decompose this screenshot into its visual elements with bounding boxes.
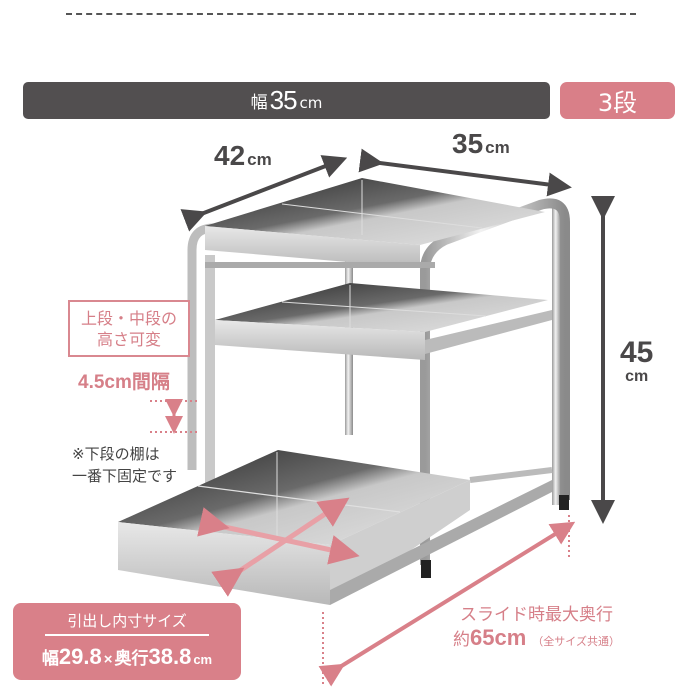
width-dim-value: 35 — [452, 128, 484, 159]
top-tray-front — [205, 226, 420, 268]
bottom-shelf-note: ※下段の棚は 一番下固定です — [72, 443, 177, 487]
width-header-bar: 幅 35 cm — [23, 82, 550, 119]
adjustable-line2: 高さ可変 — [96, 329, 161, 349]
width-value: 35 — [269, 85, 298, 115]
height-dimension: 45 cm — [620, 338, 653, 386]
depth-arrow — [180, 155, 348, 232]
width-dimension: 35 cm — [452, 128, 510, 160]
width-label: 幅 — [250, 93, 268, 113]
back-foot — [559, 495, 569, 510]
inner-size-value: 幅 29.8 × 奥行 38.8 cm — [42, 644, 212, 670]
inner-depth-label: 奥行 — [114, 649, 149, 668]
slide-note: （全サイズ共通） — [532, 635, 620, 648]
slide-max-depth-label: スライド時最大奥行 — [460, 605, 613, 625]
back-right-pole — [552, 205, 561, 505]
depth-dimension: 42 cm — [214, 140, 272, 172]
front-foot — [421, 560, 431, 578]
times-sign: × — [103, 651, 113, 668]
drawer-inner-size-box: 引出し内寸サイズ 幅 29.8 × 奥行 38.8 cm — [13, 603, 241, 680]
tier-badge: 3段 — [560, 82, 675, 119]
depth-value: 42 — [214, 140, 246, 171]
width-dim-unit: cm — [485, 138, 510, 157]
inner-unit: cm — [193, 652, 213, 667]
middle-tray-surface — [215, 283, 548, 332]
inner-depth-value: 38.8 — [148, 644, 192, 669]
width-unit: cm — [299, 94, 323, 112]
note-line1: ※下段の棚は — [72, 445, 160, 463]
height-unit: cm — [625, 368, 649, 385]
inner-width-value: 29.8 — [58, 644, 102, 669]
height-value: 45 — [620, 336, 654, 369]
inner-size-title: 引出し内寸サイズ — [45, 610, 209, 636]
drawer-depth-arrow — [211, 497, 350, 597]
left-rail — [205, 255, 215, 495]
slide-depth-arrow — [318, 521, 576, 687]
slide-max-depth-value: 約 65cm （全サイズ共通） — [453, 625, 620, 651]
middle-tray-front — [215, 320, 425, 360]
slide-prefix: 約 — [453, 630, 470, 650]
width-arrow — [358, 148, 572, 197]
adjustable-line1: 上段・中段の — [80, 308, 177, 328]
note-line2: 一番下固定です — [72, 467, 178, 485]
adjustable-height-box: 上段・中段の 高さ可変 — [68, 300, 190, 357]
top-dashed-divider — [66, 13, 636, 15]
depth-unit: cm — [247, 150, 272, 169]
gap-interval-label: 4.5cm間隔 — [78, 372, 170, 393]
inner-width-label: 幅 — [41, 649, 59, 668]
slide-value-number: 65cm — [470, 625, 527, 650]
